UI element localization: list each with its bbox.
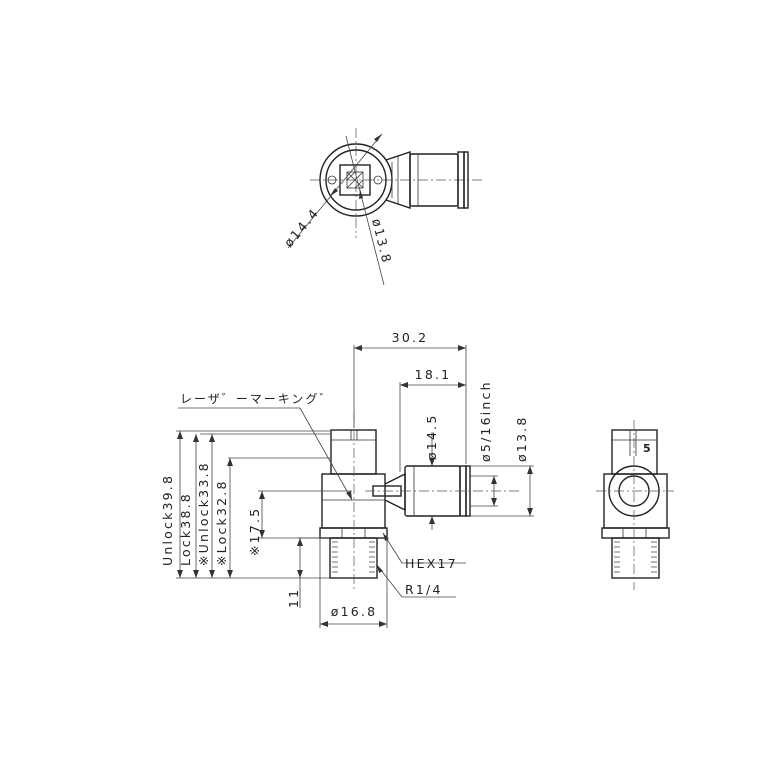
- dim-14-5-arrow: [429, 516, 435, 524]
- dim-13-8-arrow: [527, 466, 533, 474]
- front-view-thread-lines: [332, 541, 375, 573]
- dim-11-arrow: [297, 538, 303, 546]
- dim-17-5-arrow: [259, 530, 265, 538]
- top-view-hatch-line: [346, 171, 364, 189]
- dim-14-5-arrow: [429, 458, 435, 466]
- front-view: 30.2 18.1 ø14.5 ø5/16inch ø13.8 レーザ゛ーマーキ…: [160, 330, 534, 628]
- top-view-square-drive: [339, 164, 371, 196]
- dim-13-8-label: ø13.8: [514, 416, 529, 462]
- dim-17-5-label: ※17.5: [247, 507, 262, 556]
- side-view-thread: [611, 537, 660, 579]
- dim-18-1-arrow: [458, 382, 466, 388]
- top-view-small-hole: [373, 175, 383, 185]
- laser-marking-leader: [299, 407, 353, 501]
- dim-16-8-label: ø16.8: [331, 604, 377, 619]
- dim-11-arrow: [297, 570, 303, 578]
- dim-lock-38-8-arrow: [193, 434, 199, 442]
- top-view-hatch-line: [354, 179, 364, 189]
- dim-unlock-39-8-arrow: [177, 570, 183, 578]
- front-view-body: [321, 473, 386, 529]
- side-view: 5: [596, 420, 674, 590]
- dim-16-8-arrow: [379, 621, 387, 627]
- dim-14-5-label: ø14.5: [424, 414, 439, 460]
- side-view-hex: [601, 527, 670, 539]
- top-view-dia-14-4-arrow: [374, 134, 382, 142]
- dim-5-16-arrow: [491, 476, 497, 484]
- front-view-thread: [329, 537, 378, 579]
- dim-11-label: 11: [286, 588, 301, 608]
- top-view-dia-13-8-leader: [345, 135, 385, 286]
- front-view-hex: [319, 527, 388, 539]
- dim-lock-32-8-label: ※Lock32.8: [214, 479, 229, 566]
- hex-arrow: [383, 533, 389, 541]
- dim-unlock-33-8-arrow: [209, 434, 215, 442]
- dim-13-8-arrow: [527, 508, 533, 516]
- dim-30-2-arrow: [458, 345, 466, 351]
- top-view-dia-13-8-arrow: [359, 189, 363, 199]
- dim-30-2-label: 30.2: [392, 330, 429, 345]
- dim-unlock-39-8-label: Unlock39.8: [160, 474, 175, 566]
- thread-label: R1/4: [405, 582, 443, 597]
- top-view-dia-14-4-label: ø14.4: [281, 205, 322, 250]
- dim-5-16-label: ø5/16inch: [478, 380, 493, 462]
- laser-marking-label: レーザ゛ーマーキング゛: [180, 392, 333, 406]
- top-view-head-inner: [325, 149, 387, 211]
- dim-unlock-33-8-arrow: [209, 570, 215, 578]
- dim-17-5-arrow: [259, 491, 265, 499]
- hex-label: HEX17: [405, 556, 458, 571]
- front-view-arm: [384, 472, 406, 512]
- side-view-thread-lines: [614, 541, 657, 573]
- dim-unlock-33-8-label: ※Unlock33.8: [196, 461, 211, 566]
- dim-unlock-39-8-arrow: [177, 431, 183, 439]
- top-view-small-hole: [327, 175, 337, 185]
- dim-lock-32-8-arrow: [227, 458, 233, 466]
- dim-lock-38-8-arrow: [193, 570, 199, 578]
- dim-lock-32-8-arrow: [227, 570, 233, 578]
- top-view-dia-14-4-arrow: [330, 188, 338, 196]
- dim-30-2-arrow: [354, 345, 362, 351]
- dim-18-1-label: 18.1: [415, 367, 452, 382]
- top-view-hatch-line: [346, 171, 356, 181]
- dim-16-8-arrow: [320, 621, 328, 627]
- thread-arrow: [377, 565, 383, 573]
- laser-marking-arrow: [346, 491, 352, 500]
- dim-lock-38-8-label: Lock38.8: [178, 492, 193, 566]
- dim-5-16-arrow: [491, 498, 497, 506]
- top-view-release-ring-lip: [463, 151, 469, 209]
- front-view-head: [330, 429, 377, 475]
- side-view-size-mark: 5: [643, 442, 651, 455]
- dim-18-1-arrow: [400, 382, 408, 388]
- top-view: ø14.4 ø13.8: [281, 128, 485, 286]
